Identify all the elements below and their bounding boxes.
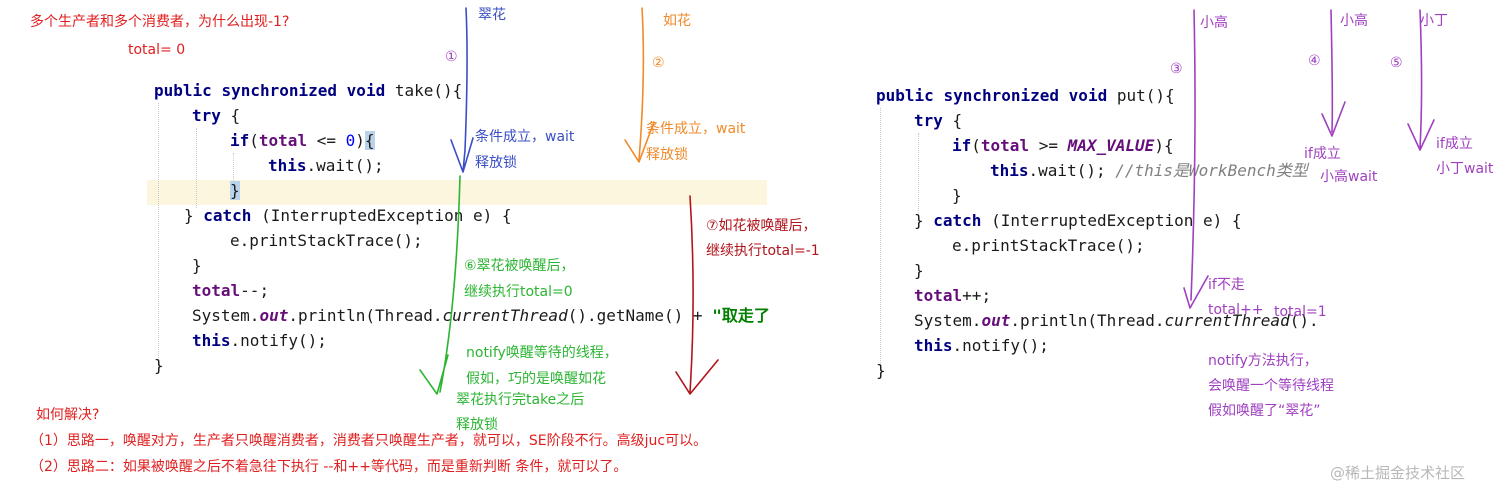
xiaoding-if-true: if成立 (1436, 136, 1473, 152)
step-5-marker: ⑤ (1390, 55, 1403, 71)
xiaogao-arrow-3 (1183, 9, 1209, 309)
xiaogao-label-2: 小高 (1340, 13, 1368, 29)
take-line-6: } catch (InterruptedException e) { (184, 206, 512, 225)
put-line-3: if(total >= MAX_VALUE){ (952, 136, 1174, 155)
step-7-note-b: 继续执行total=-1 (706, 243, 820, 259)
step-7-note-a: ⑦如花被唤醒后， (706, 218, 817, 234)
take-line-3: if(total <= 0){ (230, 131, 375, 150)
put-line-12: } (876, 361, 886, 380)
cuihua-arrow (450, 7, 474, 173)
put-line-11: this.notify(); (914, 336, 1049, 355)
step-3-marker: ③ (1170, 61, 1183, 77)
notify-note-3: 翠花执行完take之后 (456, 392, 585, 408)
ruhua-release-note: 释放锁 (646, 147, 688, 163)
take-line-1: public synchronized void take(){ (154, 81, 463, 100)
xiaoding-label: 小丁 (1420, 13, 1448, 29)
put-line-1: public synchronized void put(){ (876, 86, 1175, 105)
notify-exec-note-1: notify方法执行， (1208, 353, 1318, 369)
step-4-marker: ④ (1308, 53, 1321, 69)
take-line-4: this.wait(); (268, 156, 384, 175)
take-line-10: System.out.println(Thread.currentThread(… (192, 306, 770, 325)
take-line-8: } (192, 256, 202, 275)
xiaogao-if-true: if成立 (1304, 146, 1341, 162)
take-line-11: this.notify(); (192, 331, 327, 350)
put-line-6: } catch (InterruptedException e) { (914, 211, 1242, 230)
total-initial: total= 0 (128, 42, 186, 58)
indent-guide (880, 108, 881, 373)
put-line-8: } (914, 261, 924, 280)
take-line-7: e.printStackTrace(); (230, 231, 423, 250)
notify-note-4: 释放锁 (456, 417, 498, 433)
cuihua-label: 翠花 (478, 7, 506, 23)
put-line-5: } (952, 186, 962, 205)
indent-guide (196, 128, 197, 208)
notify-note-2: 假如，巧的是唤醒如花 (466, 371, 606, 387)
xiaogao-label-1: 小高 (1200, 15, 1228, 31)
xiaogao-arrow-4 (1321, 9, 1346, 137)
ruhua-wakeup-arrow (675, 195, 719, 395)
put-line-7: e.printStackTrace(); (952, 236, 1145, 255)
step-6-note-a: ⑥翠花被唤醒后， (464, 258, 575, 274)
ruhua-arrow (624, 7, 655, 163)
indent-guide (233, 153, 234, 183)
take-line-5: } (230, 181, 240, 200)
put-method-code: public synchronized void put(){ try { if… (876, 83, 1319, 383)
step-1-marker: ① (445, 49, 458, 65)
solution-item-1: （1）思路一，唤醒对方，生产者只唤醒消费者，消费者只唤醒生产者，就可以，SE阶段… (30, 433, 708, 449)
cuihua-wait-note: 条件成立，wait (475, 129, 575, 145)
xiaogao-wait-note: 小高wait (1320, 169, 1378, 185)
notify-exec-note-2: 会唤醒一个等待线程 (1208, 378, 1334, 394)
put-line-9: total++; (914, 286, 992, 305)
take-method-code: public synchronized void take(){ try { i… (154, 78, 770, 378)
xiaoding-arrow-5 (1407, 9, 1435, 151)
indent-guide (158, 103, 159, 368)
watermark: @稀土掘金技术社区 (1330, 464, 1466, 482)
put-line-2: try { (914, 111, 963, 130)
step-2-marker: ② (652, 55, 665, 71)
xiaoding-wait-note: 小丁wait (1436, 161, 1494, 177)
cuihua-wakeup-arrow (419, 175, 461, 395)
put-line-10: System.out.println(Thread.currentThread(… (914, 311, 1319, 330)
total-increment-note: total++ (1208, 302, 1264, 318)
notify-note-1: notify唤醒等待的线程， (466, 345, 618, 361)
solution-item-2: （2）思路二：如果被唤醒之后不着急往下执行 --和++等代码，而是重新判断 条件… (30, 459, 628, 475)
indent-guide (918, 133, 919, 213)
put-line-4: this.wait(); //this是WorkBench类型 (990, 161, 1308, 180)
step-6-note-b: 继续执行total=0 (464, 284, 573, 300)
notify-exec-note-3: 假如唤醒了“翠花” (1208, 403, 1321, 419)
take-line-9: total--; (192, 281, 270, 300)
ruhua-wait-note: 条件成立，wait (646, 121, 746, 137)
ruhua-label: 如花 (663, 13, 691, 29)
question-title: 多个生产者和多个消费者，为什么出现-1? (30, 14, 290, 30)
total-one-note: total=1 (1274, 304, 1327, 320)
cuihua-release-note: 释放锁 (475, 155, 517, 171)
take-line-12: } (154, 356, 164, 375)
current-line-highlight (147, 180, 767, 205)
solution-heading: 如何解决? (36, 407, 100, 423)
if-skip-note: if不走 (1208, 277, 1245, 293)
take-line-2: try { (192, 106, 241, 125)
